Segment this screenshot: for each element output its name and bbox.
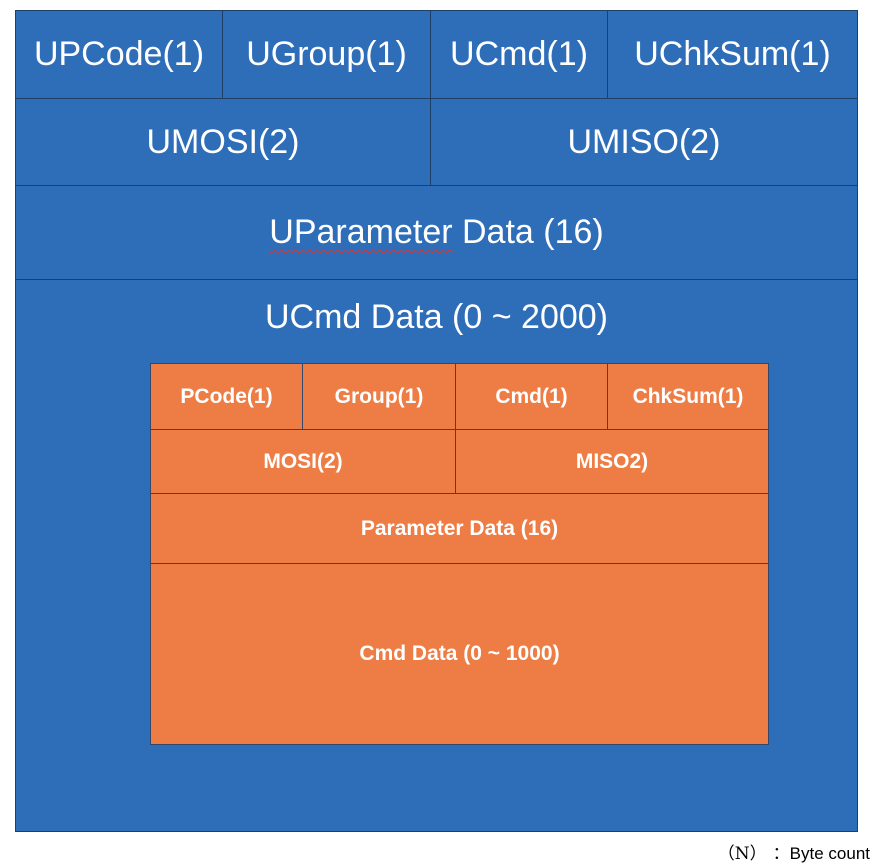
outer-ucmd-data-label: UCmd Data (0 ~ 2000) — [265, 297, 608, 336]
inner-cmd-field: Cmd(1) — [455, 363, 608, 430]
inner-cmd-data-field: Cmd Data (0 ~ 1000) — [150, 563, 769, 745]
inner-group-field: Group(1) — [302, 363, 456, 430]
inner-pcode-field: PCode(1) — [150, 363, 303, 430]
outer-uparameter-data-field: UParameter Data (16) — [15, 185, 858, 280]
outer-umiso-field: UMISO(2) — [430, 98, 858, 186]
inner-mosi-field: MOSI(2) — [150, 429, 456, 494]
outer-uchksum-field: UChkSum(1) — [607, 10, 858, 99]
outer-ugroup-field: UGroup(1) — [222, 10, 431, 99]
inner-miso-field: MISO2) — [455, 429, 769, 495]
uparameter-spellcheck-word: UParameter — [269, 213, 453, 251]
legend-symbol: （N） — [717, 843, 767, 864]
outer-upcode-field: UPCode(1) — [15, 10, 223, 99]
uparameter-suffix: Data (16) — [452, 213, 604, 251]
outer-ucmd-field: UCmd(1) — [430, 10, 608, 99]
inner-chksum-field: ChkSum(1) — [607, 363, 769, 430]
outer-umosi-field: UMOSI(2) — [15, 98, 431, 186]
byte-count-legend: （N） ：Byte count — [680, 838, 870, 864]
legend-text: ：Byte count — [772, 843, 870, 863]
inner-parameter-data-field: Parameter Data (16) — [150, 493, 769, 564]
